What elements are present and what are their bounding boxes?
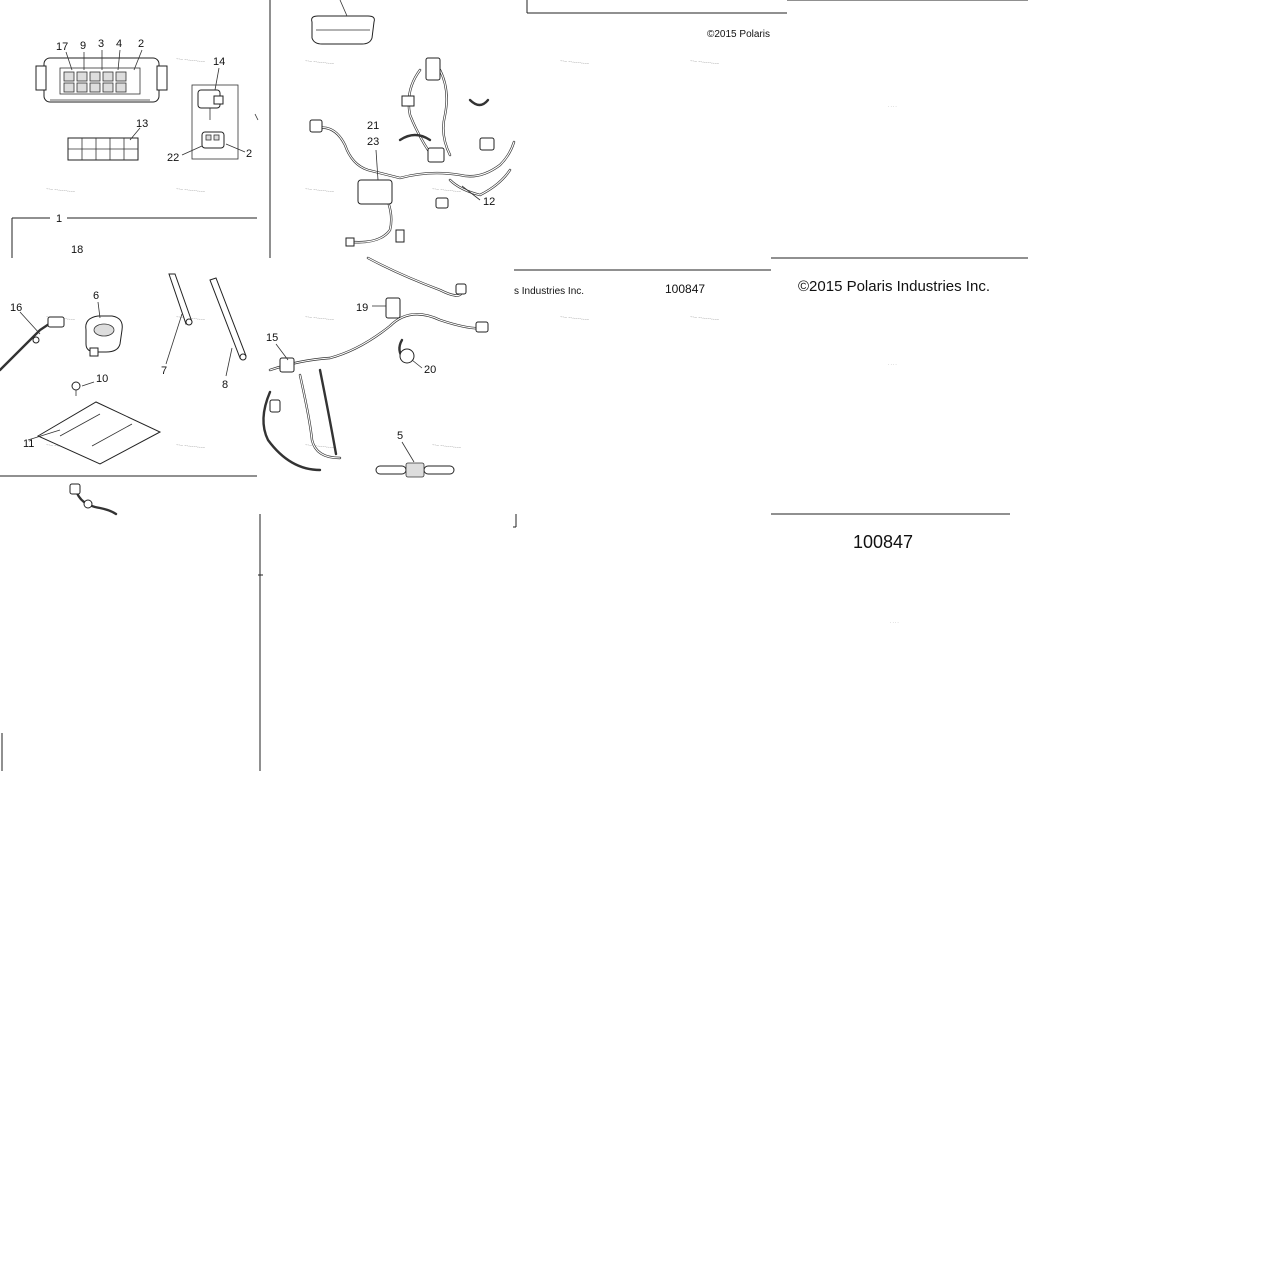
screw-part bbox=[71, 381, 95, 396]
callout-14: 14 bbox=[213, 56, 225, 68]
svg-text:~~~ ~~~~~~~~~: ~~~ ~~~~~~~~~ bbox=[560, 58, 590, 66]
svg-text:~~~ ~~~~~~~~~: ~~~ ~~~~~~~~~ bbox=[176, 56, 206, 64]
callout-15: 15 bbox=[266, 332, 278, 344]
svg-text:~~~ ~~~~~~~~~: ~~~ ~~~~~~~~~ bbox=[305, 314, 335, 322]
copyright-top: ©2015 Polaris bbox=[707, 29, 770, 40]
cable-clip-part bbox=[0, 311, 65, 372]
svg-text:~~~ ~~~~~~~~~: ~~~ ~~~~~~~~~ bbox=[560, 314, 590, 322]
callout-19: 19 bbox=[356, 302, 368, 314]
svg-text:~~~ ~~~~~~~~~: ~~~ ~~~~~~~~~ bbox=[305, 442, 335, 450]
lower-harness-part bbox=[262, 256, 489, 472]
callout-12: 12 bbox=[483, 196, 495, 208]
strap-7-part bbox=[165, 273, 193, 365]
svg-text:~~~ ~~~~~~~~~: ~~~ ~~~~~~~~~ bbox=[46, 186, 76, 194]
callout-3: 3 bbox=[98, 38, 104, 50]
fuse-box-part bbox=[35, 57, 168, 103]
copyright-big: ©2015 Polaris Industries Inc. bbox=[798, 278, 990, 295]
callout-9: 9 bbox=[80, 40, 86, 52]
svg-text:· · · ·: · · · · bbox=[888, 104, 897, 109]
jumper-lead-part bbox=[375, 441, 455, 478]
mounting-plate-part bbox=[27, 401, 162, 465]
footer-texts: ©2015 Polaris s Industries Inc. 100847 ©… bbox=[514, 29, 990, 552]
edge-tick bbox=[254, 113, 259, 121]
callout-2-bottom: 2 bbox=[246, 148, 252, 160]
callout-4: 4 bbox=[116, 38, 122, 50]
svg-text:~~~ ~~~~~~~~~: ~~~ ~~~~~~~~~ bbox=[305, 186, 335, 194]
svg-text:~~~ ~~~~~~~~~: ~~~ ~~~~~~~~~ bbox=[432, 442, 462, 450]
callout-10: 10 bbox=[96, 373, 108, 385]
diagram-number-mid: 100847 bbox=[665, 282, 705, 296]
copyright-mid: s Industries Inc. bbox=[514, 286, 584, 297]
callout-6: 6 bbox=[93, 290, 99, 302]
callout-21: 21 bbox=[367, 120, 379, 132]
callout-20: 20 bbox=[424, 364, 436, 376]
harness-clip-part bbox=[69, 483, 118, 516]
diagram-number-big: 100847 bbox=[853, 532, 913, 552]
svg-text:~~~ ~~~~~~~~~: ~~~ ~~~~~~~~~ bbox=[432, 186, 462, 194]
svg-text:~~~ ~~~~~~~~~: ~~~ ~~~~~~~~~ bbox=[690, 314, 720, 322]
callout-labels: 17 9 3 4 2 14 13 22 2 1 18 16 6 7 8 10 1… bbox=[10, 38, 495, 450]
callout-22: 22 bbox=[167, 152, 179, 164]
callout-13: 13 bbox=[136, 118, 148, 130]
callout-2-top: 2 bbox=[138, 38, 144, 50]
grommet-part bbox=[85, 301, 123, 357]
callout-16: 16 bbox=[10, 302, 22, 314]
callout-23: 23 bbox=[367, 136, 379, 148]
svg-text:~~~ ~~~~~~~~~: ~~~ ~~~~~~~~~ bbox=[176, 442, 206, 450]
callout-1: 1 bbox=[56, 213, 62, 225]
callout-8: 8 bbox=[222, 379, 228, 391]
callout-5: 5 bbox=[397, 430, 403, 442]
fuse-box-leaders bbox=[65, 49, 143, 71]
relay-inset-part bbox=[181, 67, 246, 160]
fuse-label-card-part bbox=[67, 127, 141, 161]
svg-text:~~~ ~~~~~~~~~: ~~~ ~~~~~~~~~ bbox=[305, 58, 335, 66]
gauge-part bbox=[311, 0, 375, 45]
callout-11: 11 bbox=[23, 438, 34, 450]
main-harness-part bbox=[309, 57, 516, 247]
panel-borders bbox=[0, 0, 1028, 771]
callout-17: 17 bbox=[56, 41, 68, 53]
svg-text:· · · ·: · · · · bbox=[890, 620, 899, 625]
strap-8-part bbox=[209, 277, 247, 377]
callout-18: 18 bbox=[71, 244, 83, 256]
svg-text:~~~ ~~~~~~~~~: ~~~ ~~~~~~~~~ bbox=[176, 186, 206, 194]
svg-text:· · · ·: · · · · bbox=[888, 362, 897, 367]
callout-7: 7 bbox=[161, 365, 167, 377]
fuse-slots bbox=[63, 71, 127, 93]
svg-text:~~~ ~~~~~~~~~: ~~~ ~~~~~~~~~ bbox=[690, 58, 720, 66]
